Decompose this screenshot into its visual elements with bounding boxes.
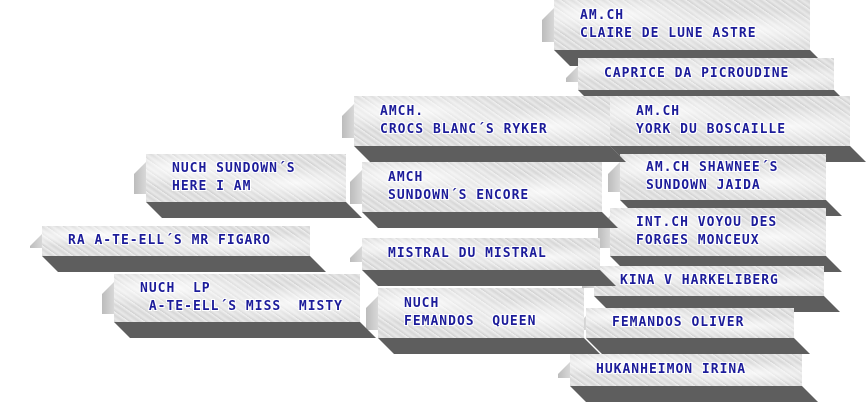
pedigree-box-g8: HUKANHEIMON IRINA: [558, 354, 818, 402]
dog-name: HERE I AM: [172, 179, 252, 194]
dog-name: FORGES MONCEUX: [636, 233, 760, 248]
plaque-edge: [350, 246, 362, 262]
pedigree-box-sire: NUCH SUNDOWN´S HERE I AM: [134, 154, 362, 218]
dog-title: NUCH LP: [140, 281, 211, 296]
dog-name: HUKANHEIMON IRINA: [596, 362, 747, 377]
plaque-face: NUCH SUNDOWN´S HERE I AM: [146, 154, 346, 202]
dog-title: AM.CH: [636, 104, 681, 119]
pedigree-box-dam-dam: NUCH FEMANDOS QUEEN: [366, 288, 600, 354]
plaque-edge: [134, 162, 146, 194]
dog-title: NUCH SUNDOWN´S: [172, 161, 296, 176]
plaque-face: NUCH LP A-TE-ELL´S MISS MISTY: [114, 274, 360, 322]
pedigree-box-dam-sire: MISTRAL DU MISTRAL: [350, 238, 616, 286]
dog-name: RA A-TE-ELL´S MR FIGARO: [68, 233, 272, 248]
plaque-face: CAPRICE DA PICROUDINE: [578, 58, 834, 90]
dog-name: YORK DU BOSCAILLE: [636, 122, 787, 137]
plaque-edge: [342, 104, 354, 138]
dog-title: AM.CH: [580, 8, 625, 23]
plaque-face: HUKANHEIMON IRINA: [570, 354, 802, 386]
dog-name: CAPRICE DA PICROUDINE: [604, 66, 790, 81]
plaque-face: AMCH SUNDOWN´S ENCORE: [362, 162, 602, 212]
plaque-face: AM.CH CLAIRE DE LUNE ASTRE: [554, 0, 810, 50]
plaque-edge: [102, 282, 114, 314]
dog-name: SUNDOWN JAIDA: [646, 178, 761, 193]
plaque-face: FEMANDOS OLIVER: [586, 308, 794, 338]
plaque-face: MISTRAL DU MISTRAL: [362, 238, 600, 270]
pedigree-box-g3: AM.CH YORK DU BOSCAILLE: [598, 96, 866, 162]
pedigree-box-g2: CAPRICE DA PICROUDINE: [566, 58, 850, 106]
plaque-face: INT.CH VOYOU DES FORGES MONCEUX: [610, 208, 826, 256]
dog-title: INT.CH VOYOU DES: [636, 215, 778, 230]
dog-name: SUNDOWN´S ENCORE: [388, 188, 530, 203]
pedigree-box-subject: RA A-TE-ELL´S MR FIGARO: [30, 226, 326, 272]
pedigree-box-g1: AM.CH CLAIRE DE LUNE ASTRE: [542, 0, 826, 66]
dog-name: FEMANDOS OLIVER: [612, 315, 745, 330]
plaque-face: AM.CH SHAWNEE´S SUNDOWN JAIDA: [620, 154, 826, 200]
plaque-base: [42, 256, 326, 272]
dog-name: CROCS BLANC´S RYKER: [380, 122, 548, 137]
plaque-base: [378, 338, 600, 354]
plaque-base: [586, 338, 810, 354]
plaque-base: [114, 322, 376, 338]
plaque-face: AM.CH YORK DU BOSCAILLE: [610, 96, 850, 146]
plaque-base: [146, 202, 362, 218]
dog-title: NUCH: [404, 296, 440, 311]
plaque-base: [362, 212, 618, 228]
dog-name: KINA V HARKELIBERG: [620, 273, 779, 288]
plaque-base: [354, 146, 626, 162]
plaque-face: NUCH FEMANDOS QUEEN: [378, 288, 584, 338]
plaque-edge: [30, 234, 42, 248]
pedigree-box-g4: AM.CH SHAWNEE´S SUNDOWN JAIDA: [608, 154, 842, 216]
dog-name: CLAIRE DE LUNE ASTRE: [580, 26, 757, 41]
plaque-base: [570, 386, 818, 402]
plaque-base: [362, 270, 616, 286]
plaque-edge: [558, 362, 570, 378]
pedigree-box-dam: NUCH LP A-TE-ELL´S MISS MISTY: [102, 274, 376, 338]
plaque-edge: [566, 66, 578, 82]
dog-name: FEMANDOS QUEEN: [404, 314, 537, 329]
dog-name: A-TE-ELL´S MISS MISTY: [140, 299, 344, 314]
dog-title: AMCH.: [380, 104, 425, 119]
plaque-face: RA A-TE-ELL´S MR FIGARO: [42, 226, 310, 256]
pedigree-box-g7: FEMANDOS OLIVER: [574, 308, 810, 354]
pedigree-box-g6: KINA V HARKELIBERG: [582, 266, 840, 312]
plaque-edge: [542, 8, 554, 42]
plaque-face: KINA V HARKELIBERG: [594, 266, 824, 296]
plaque-face: AMCH. CROCS BLANC´S RYKER: [354, 96, 610, 146]
pedigree-box-sire-dam: AMCH SUNDOWN´S ENCORE: [350, 162, 618, 228]
dog-title: AM.CH SHAWNEE´S: [646, 160, 779, 175]
dog-title: AMCH: [388, 170, 424, 185]
pedigree-box-g5: INT.CH VOYOU DES FORGES MONCEUX: [598, 208, 842, 272]
pedigree-box-sire-sire: AMCH. CROCS BLANC´S RYKER: [342, 96, 626, 162]
dog-name: MISTRAL DU MISTRAL: [388, 246, 547, 261]
